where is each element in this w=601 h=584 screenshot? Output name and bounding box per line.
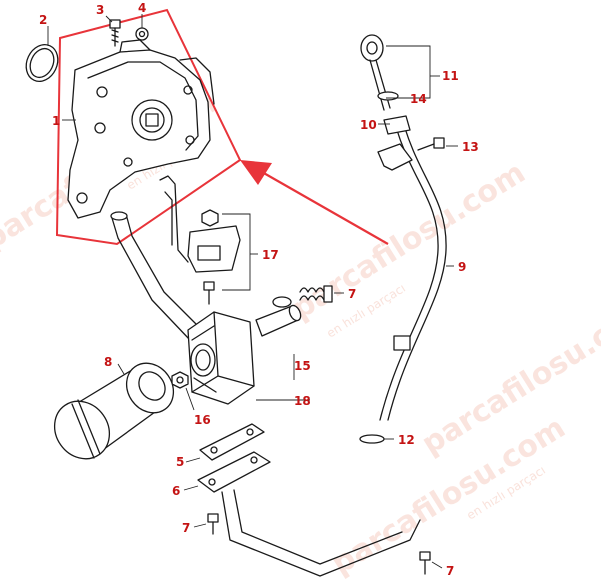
part-guide-bracket-11 [377, 115, 413, 171]
callout-5: 5 [176, 455, 184, 469]
highlight-box [55, 8, 242, 246]
part-bolt-7b [419, 551, 431, 575]
callout-2: 2 [39, 13, 47, 27]
part-spring-8 [299, 285, 333, 303]
callout-16: 15 [294, 359, 311, 373]
callout-19: 18 [294, 394, 311, 408]
part-bolt-7a [207, 513, 219, 535]
part-lower-pipe [221, 489, 421, 577]
callout-7a: 7 [182, 521, 190, 535]
part-washer-4 [135, 27, 149, 41]
callout-6: 6 [172, 484, 180, 498]
watermark-brand-4: parcafilosu.com [416, 290, 601, 462]
callout-18: 17 [262, 248, 279, 262]
callout-4: 4 [138, 1, 146, 15]
part-oil-pump-1 [67, 39, 215, 219]
callout-11: 10 [360, 118, 377, 132]
callout-9: 8 [104, 355, 112, 369]
part-nut-17 [171, 371, 189, 389]
part-gasket-5 [199, 423, 265, 461]
part-oring-2 [25, 44, 59, 82]
highlight-arrow-shaft [261, 171, 389, 245]
callout-3: 3 [96, 3, 104, 17]
part-oil-pipe [110, 175, 201, 341]
callout-8: 7 [348, 287, 356, 301]
callout-14: 13 [462, 140, 479, 154]
part-oil-filter-9 [53, 362, 175, 460]
callout-17: 16 [194, 413, 211, 427]
watermark-brand-2: parcafilosu.com [286, 155, 532, 327]
part-bolt-14 [417, 137, 445, 151]
part-oil-cooler-19 [187, 311, 255, 405]
part-flange-6 [197, 451, 271, 493]
callout-12: 11 [442, 69, 459, 83]
callout-labels: 2 1 3 4 11 14 10 13 9 17 7 15 18 16 8 12… [39, 1, 479, 578]
part-oring-13 [359, 434, 385, 444]
part-nipple-16 [255, 296, 302, 337]
part-bracket-18 [187, 209, 241, 305]
part-bolt-3 [109, 19, 121, 47]
callout-13: 12 [398, 433, 415, 447]
callout-7b: 7 [446, 564, 454, 578]
callout-15: 14 [410, 92, 427, 106]
callout-10: 9 [458, 260, 466, 274]
highlight-arrow-head [240, 160, 272, 185]
part-dipstick-seal-15 [377, 91, 399, 101]
part-dipstick-guide-10 [379, 117, 447, 421]
leader-lines [47, 14, 458, 569]
highlight-group [55, 8, 389, 246]
callout-1: 1 [52, 114, 60, 128]
